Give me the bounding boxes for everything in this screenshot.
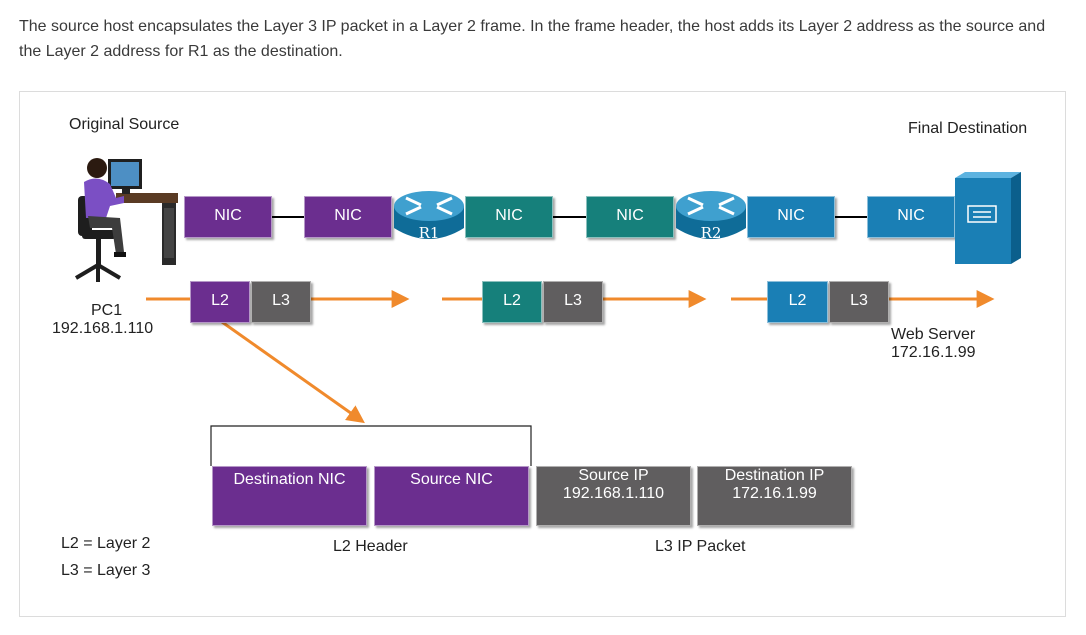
legend-l2: L2 = Layer 2 bbox=[61, 535, 151, 552]
r2-nic-left: NIC bbox=[586, 196, 674, 238]
final-destination-label: Final Destination bbox=[908, 120, 1028, 137]
web-server-name: Web Server bbox=[891, 326, 976, 343]
packet-3-l2: L2 bbox=[767, 281, 828, 323]
l2-header-caption: L2 Header bbox=[333, 538, 408, 555]
packet-1-l2: L2 bbox=[190, 281, 250, 323]
packet-2-l2: L2 bbox=[482, 281, 542, 323]
intro-text: The source host encapsulates the Layer 3… bbox=[19, 18, 1046, 60]
router-r1: R1 bbox=[392, 188, 466, 246]
packet-2-l3: L3 bbox=[543, 281, 603, 323]
original-source-label: Original Source bbox=[69, 116, 180, 133]
source-ip-label: Source IP bbox=[578, 467, 649, 484]
pc1-workstation-icon bbox=[74, 158, 178, 282]
r1-nic-right: NIC bbox=[465, 196, 553, 238]
pc1-name: PC1 bbox=[91, 302, 123, 319]
diagram-panel bbox=[19, 91, 1066, 617]
router-r1-label: R1 bbox=[418, 224, 440, 242]
destination-ip-value: 172.16.1.99 bbox=[732, 485, 817, 502]
router-r2: R2 bbox=[674, 188, 748, 246]
r1-nic-left: NIC bbox=[304, 196, 392, 238]
web-server-icon bbox=[955, 172, 1021, 264]
web-server-ip: 172.16.1.99 bbox=[891, 344, 976, 361]
packet-3-l3: L3 bbox=[829, 281, 889, 323]
destination-ip-label: Destination IP bbox=[724, 467, 825, 484]
pc1-ip: 192.168.1.110 bbox=[52, 320, 154, 337]
frame-destination-nic: Destination NIC bbox=[212, 466, 367, 526]
frame-source-nic: Source NIC bbox=[374, 466, 529, 526]
frame-outline bbox=[210, 425, 532, 466]
router-r2-label: R2 bbox=[700, 224, 722, 242]
server-nic: NIC bbox=[867, 196, 955, 238]
source-nic-label: Source NIC bbox=[410, 471, 493, 488]
expand-arrow bbox=[221, 320, 365, 424]
packet-1-l3: L3 bbox=[251, 281, 311, 323]
legend-l3: L3 = Layer 3 bbox=[61, 562, 151, 579]
frame-source-ip: Source IP 192.168.1.110 bbox=[536, 466, 691, 526]
source-ip-value: 192.168.1.110 bbox=[562, 485, 665, 502]
l3-ip-packet-caption: L3 IP Packet bbox=[655, 538, 746, 555]
pc1-nic: NIC bbox=[184, 196, 272, 238]
router-icon bbox=[676, 191, 746, 239]
r2-nic-right: NIC bbox=[747, 196, 835, 238]
frame-destination-ip: Destination IP 172.16.1.99 bbox=[697, 466, 852, 526]
destination-nic-label: Destination NIC bbox=[233, 471, 346, 488]
router-icon bbox=[394, 191, 464, 239]
